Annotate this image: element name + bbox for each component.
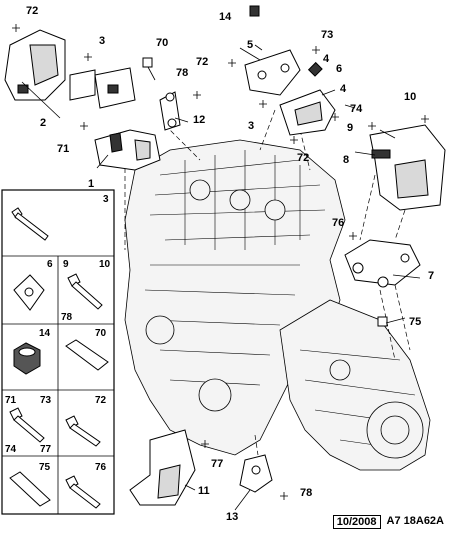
legend-cell-3: 3 — [11, 194, 109, 241]
svg-text:77: 77 — [40, 444, 52, 455]
part-6-marker — [307, 61, 323, 77]
callout-72: 72 — [26, 5, 38, 17]
svg-text:6: 6 — [47, 259, 53, 270]
callout-8: 8 — [343, 154, 349, 166]
part-14-nut-marker — [249, 5, 260, 17]
part-13-link — [239, 454, 273, 493]
legend-cell-71-73-74-77: 71 73 74 77 — [5, 395, 52, 455]
gearbox-housing — [279, 299, 431, 471]
callout-72: 72 — [196, 56, 208, 68]
callout-9: 9 — [347, 122, 353, 134]
footer-code: A7 18A62A — [386, 515, 444, 527]
part-11-bracket — [129, 429, 196, 506]
callout-76: 76 — [332, 217, 344, 229]
part-bracket-upper — [94, 67, 136, 109]
legend-cell-14: 14 — [13, 328, 51, 375]
legend-cell-70: 70 — [65, 328, 109, 371]
callout-77: 77 — [211, 458, 223, 470]
svg-text:73: 73 — [40, 395, 52, 406]
svg-text:76: 76 — [95, 462, 107, 473]
footer-date: 10/2008 — [332, 515, 381, 529]
callout-73: 73 — [321, 29, 333, 41]
legend-cell-75: 75 — [9, 462, 51, 507]
callout-11: 11 — [198, 485, 210, 497]
callout-3: 3 — [99, 35, 105, 47]
part-1-support — [94, 129, 161, 171]
legend-cell-6: 6 — [13, 259, 53, 311]
callout-70: 70 — [156, 37, 168, 49]
callout-labels: 72 3 70 78 2 12 71 1 14 5 72 73 4 6 4 74… — [26, 5, 434, 523]
svg-text:78: 78 — [61, 312, 73, 323]
callout-78: 78 — [300, 487, 312, 499]
callout-6: 6 — [336, 63, 342, 75]
callout-5: 5 — [247, 39, 253, 51]
part-2-mount — [4, 29, 96, 101]
callout-78: 78 — [176, 67, 188, 79]
svg-text:71: 71 — [5, 395, 17, 406]
legend-cell-72: 72 — [65, 395, 107, 447]
svg-text:3: 3 — [103, 194, 109, 205]
callout-71: 71 — [57, 143, 69, 155]
callout-75: 75 — [409, 316, 421, 328]
svg-text:10: 10 — [99, 259, 111, 270]
svg-text:72: 72 — [95, 395, 107, 406]
part-4-mount — [279, 89, 336, 136]
svg-text:9: 9 — [63, 259, 69, 270]
callout-3: 3 — [248, 120, 254, 132]
svg-text:70: 70 — [95, 328, 107, 339]
fastener-markers — [12, 24, 429, 500]
legend-cell-76: 76 — [65, 462, 107, 509]
callout-1: 1 — [88, 178, 94, 190]
svg-text:75: 75 — [39, 462, 51, 473]
callout-13: 13 — [226, 511, 238, 523]
legend-cell-9-10: 9 10 78 — [61, 259, 111, 323]
fastener-legend: 3 6 9 10 78 14 70 71 73 — [1, 189, 115, 515]
part-12-link — [159, 91, 181, 131]
callout-72: 72 — [297, 152, 309, 164]
part-8-mount — [369, 124, 446, 211]
part-5-bracket — [244, 49, 301, 96]
leader-lines — [21, 44, 421, 511]
part-75-marker — [377, 316, 388, 327]
svg-text:74: 74 — [5, 444, 17, 455]
callout-12: 12 — [193, 114, 205, 126]
part-7-bracket — [344, 239, 421, 288]
callout-2: 2 — [40, 117, 46, 129]
callout-14: 14 — [219, 11, 232, 23]
callout-4: 4 — [323, 53, 330, 65]
part-70-marker — [142, 57, 153, 68]
footer: 10/2008 A7 18A62A — [332, 515, 444, 529]
callout-74: 74 — [350, 103, 363, 115]
svg-text:14: 14 — [39, 328, 51, 339]
callout-7: 7 — [428, 270, 434, 282]
callout-4: 4 — [340, 83, 347, 95]
callout-10: 10 — [404, 91, 416, 103]
